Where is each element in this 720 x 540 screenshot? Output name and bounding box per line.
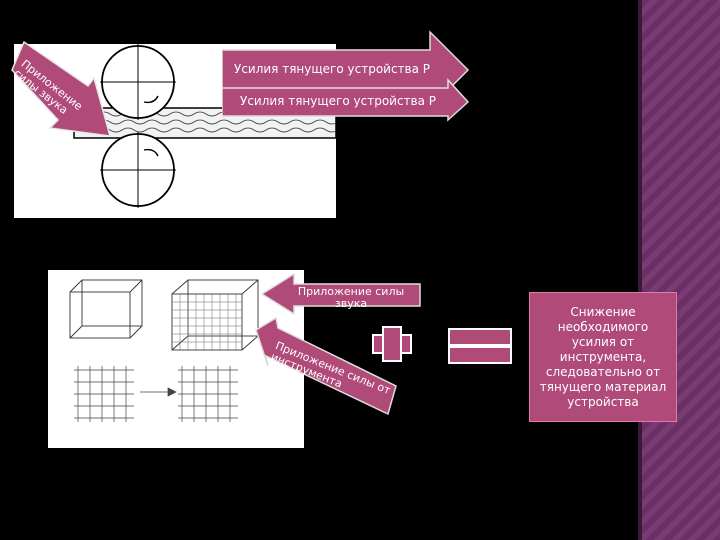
- result-text: Снижение необходимого усилия от инструме…: [539, 304, 667, 409]
- equals-icon-bottom: [448, 346, 512, 364]
- sound-force-label: Приложение силы звука: [297, 285, 405, 310]
- crystal-lattice-diagram: [48, 270, 304, 448]
- equals-icon-top: [448, 328, 512, 346]
- plus-icon-center: [384, 336, 400, 352]
- sound-force-arrow: [11, 40, 112, 137]
- sound-arrow: [262, 272, 421, 316]
- tool-force-arrow: [255, 316, 397, 416]
- pulling-arrows: [222, 30, 470, 122]
- result-box: Снижение необходимого усилия от инструме…: [529, 292, 677, 422]
- pull-force-label-top: Усилия тянущего устройства Р: [234, 62, 431, 76]
- decorative-stripe: [642, 0, 720, 540]
- pull-force-label-mid: Усилия тянущего устройства Р: [240, 94, 437, 108]
- decorative-edge: [638, 0, 642, 540]
